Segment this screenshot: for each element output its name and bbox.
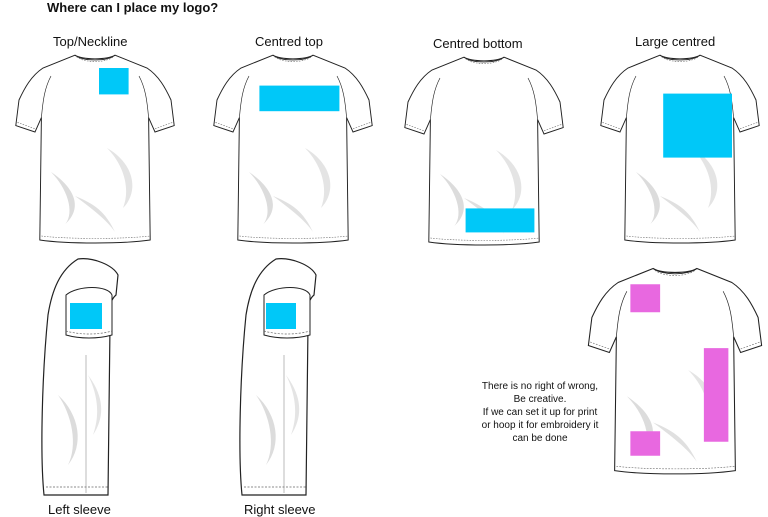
logo-area-left-sleeve: [70, 303, 102, 329]
logo-area-top-neckline: [99, 68, 129, 95]
note-line: can be done: [512, 433, 568, 444]
logo-area-large-centred: [663, 93, 732, 158]
creative-area-hem: [630, 431, 661, 456]
page-title: Where can I place my logo?: [47, 0, 219, 15]
tshirt-right-sleeve: [239, 258, 317, 496]
label-right-sleeve: Right sleeve: [244, 502, 316, 517]
note-line: or hoop it for embroidery it: [481, 420, 599, 431]
logo-area-right-sleeve: [266, 303, 296, 329]
logo-area-centred-top: [259, 85, 340, 112]
tshirt-top-neckline: [15, 54, 175, 244]
tshirt-centred-bottom: [404, 56, 564, 246]
note-line: There is no right of wrong,: [481, 381, 599, 392]
creative-area-side-strip: [703, 348, 729, 442]
label-centred-top: Centred top: [255, 34, 323, 49]
label-top-neckline: Top/Neckline: [53, 34, 128, 49]
label-centred-bottom: Centred bottom: [433, 36, 523, 51]
label-left-sleeve: Left sleeve: [48, 502, 111, 517]
tshirt-large-centred: [600, 54, 760, 244]
tshirt-left-sleeve: [41, 258, 119, 496]
label-large-centred: Large centred: [635, 34, 716, 49]
creative-note: There is no right of wrong, Be creative.…: [470, 380, 610, 445]
tshirt-centred-top: [213, 54, 373, 244]
note-line: If we can set it up for print: [482, 407, 598, 418]
note-line: Be creative.: [513, 394, 567, 405]
creative-area-shoulder: [630, 284, 661, 313]
logo-area-centred-bottom: [465, 208, 535, 233]
tshirt-creative: [587, 267, 763, 475]
